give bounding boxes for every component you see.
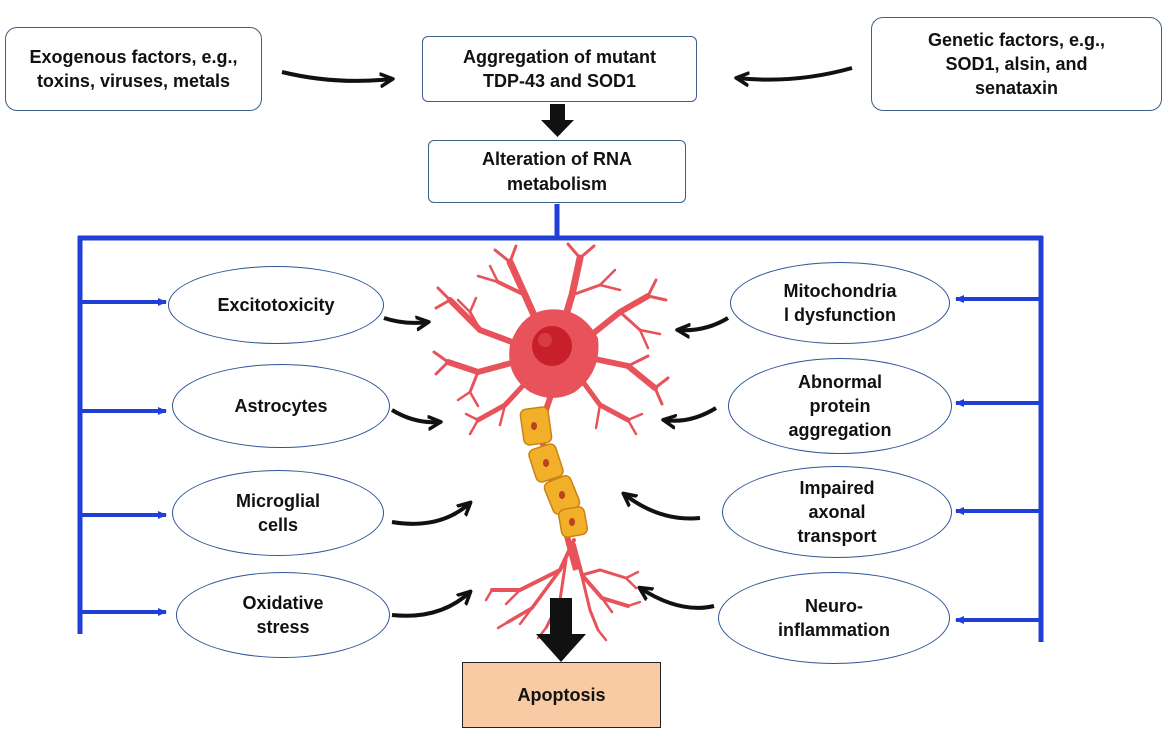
genetic-factors-box: Genetic factors, e.g., SOD1, alsin, and … bbox=[871, 17, 1162, 111]
arrow-excitotoxicity bbox=[383, 318, 428, 323]
mitochondrial-dysfunction-oval: Mitochondria l dysfunction bbox=[730, 262, 950, 344]
arrow-exogenous-to-aggregation bbox=[281, 70, 392, 81]
oxidative-stress-label: Oxidative stress bbox=[242, 592, 324, 637]
astrocytes-label: Astrocytes bbox=[234, 395, 328, 416]
impaired-axonal-transport-label: Impaired axonal transport bbox=[797, 477, 877, 547]
aggregation-label: Aggregation of mutant TDP-43 and SOD1 bbox=[463, 46, 656, 91]
connector-branches bbox=[80, 295, 1041, 624]
arrow-astrocytes bbox=[390, 408, 440, 422]
arrow-mitochondrial bbox=[678, 316, 730, 330]
oxidative-stress-oval: Oxidative stress bbox=[176, 572, 390, 658]
impaired-axonal-transport-oval: Impaired axonal transport bbox=[722, 466, 952, 558]
arrow-abnormal-protein bbox=[664, 406, 718, 421]
exogenous-factors-label: Exogenous factors, e.g., toxins, viruses… bbox=[29, 46, 238, 91]
abnormal-protein-label: Abnormal protein aggregation bbox=[788, 371, 892, 441]
neuron-illustration bbox=[432, 242, 670, 642]
apoptosis-label: Apoptosis bbox=[517, 684, 606, 705]
apoptosis-box: Apoptosis bbox=[462, 662, 661, 728]
microglial-cells-oval: Microglial cells bbox=[172, 470, 384, 556]
neuroinflammation-label: Neuro- inflammation bbox=[777, 595, 890, 640]
arrow-oxidative bbox=[391, 592, 470, 618]
mitochondrial-dysfunction-label: Mitochondria l dysfunction bbox=[783, 280, 897, 325]
arrow-microglial bbox=[391, 503, 470, 526]
excitotoxicity-oval: Excitotoxicity bbox=[168, 266, 384, 344]
myelin-sheaths bbox=[519, 406, 589, 538]
genetic-factors-label: Genetic factors, e.g., SOD1, alsin, and … bbox=[927, 29, 1106, 99]
rna-metabolism-box: Alteration of RNA metabolism bbox=[428, 140, 686, 203]
arrow-neuron-to-apoptosis bbox=[536, 598, 586, 662]
arrow-axonal bbox=[624, 494, 701, 521]
myelin-nuclei bbox=[531, 422, 575, 526]
microglial-cells-label: Microglial cells bbox=[235, 490, 320, 535]
excitotoxicity-label: Excitotoxicity bbox=[217, 294, 335, 315]
abnormal-protein-oval: Abnormal protein aggregation bbox=[728, 358, 952, 454]
arrow-aggregation-to-rna bbox=[541, 104, 574, 137]
exogenous-factors-box: Exogenous factors, e.g., toxins, viruses… bbox=[5, 27, 262, 111]
rna-metabolism-label: Alteration of RNA metabolism bbox=[482, 149, 632, 194]
neuroinflammation-oval: Neuro- inflammation bbox=[718, 572, 950, 664]
astrocytes-oval: Astrocytes bbox=[172, 364, 390, 448]
factor-arrows bbox=[383, 316, 730, 618]
neuron-nucleus bbox=[532, 326, 572, 366]
arrow-genetic-to-aggregation bbox=[737, 66, 853, 80]
arrow-neuroinflammation bbox=[640, 588, 715, 610]
aggregation-box: Aggregation of mutant TDP-43 and SOD1 bbox=[422, 36, 697, 102]
